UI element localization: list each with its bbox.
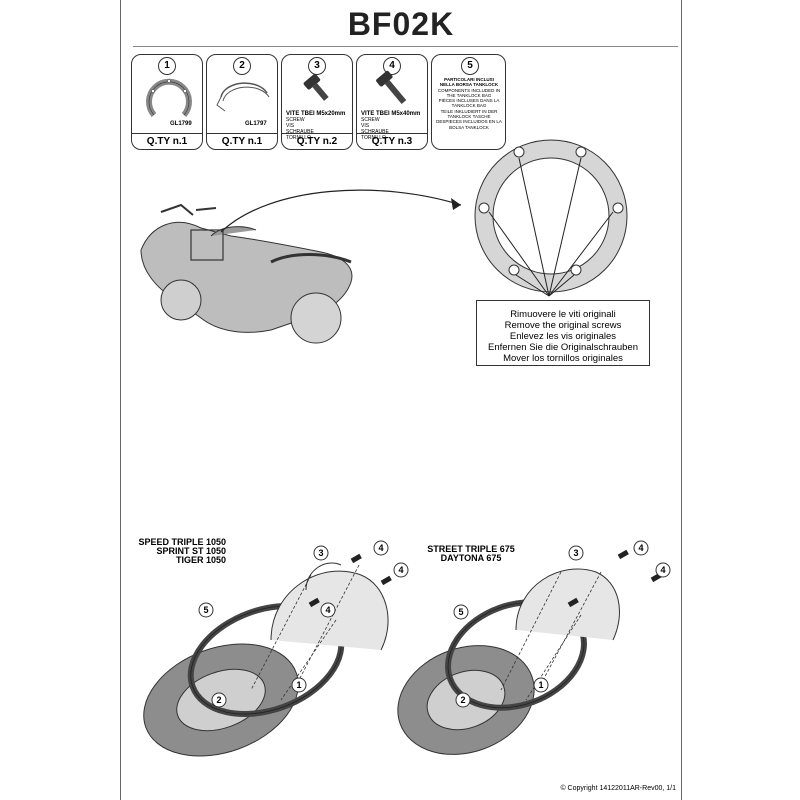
models-left-label: SPEED TRIPLE 1050 SPRINT ST 1050 TIGER 1… [136, 538, 226, 565]
note-line: TANKLOCK TASCHE [447, 114, 491, 120]
desc-line: SCHRAUBE [361, 129, 389, 135]
note-line: Rimuovere le viti originali [510, 309, 616, 320]
title-divider [133, 46, 678, 47]
remove-screws-note: Rimuovere le viti originali Remove the o… [476, 300, 650, 366]
models-right-label: STREET TRIPLE 675 DAYTONA 675 [421, 545, 521, 563]
note-line: Remove the original screws [504, 320, 622, 331]
desc-line: VIS [361, 123, 370, 129]
part-card-3: 3 VITE TBEI M5x20mm SCREW VIS SCHRAUBE T… [281, 54, 353, 150]
screw-short-icon [303, 73, 329, 101]
part-number: 1 [158, 57, 176, 75]
part-card-1: 1 GL1799 Q.TY n.1 [131, 54, 203, 150]
part-description: VITE TBEI M5x40mm SCREW VIS SCHRAUBE TOR… [361, 111, 420, 141]
part-number: 2 [233, 57, 251, 75]
part-card-5: 5 PARTICOLARI INCLUSI NELLA BORSA TANKLO… [431, 54, 506, 150]
arrow-head [451, 198, 461, 210]
included-parts-note: PARTICOLARI INCLUSI NELLA BORSA TANKLOCK… [435, 77, 503, 130]
note-line: BOLSA TANKLOCK [449, 124, 489, 130]
part-number: 4 [383, 57, 401, 75]
part-quantity: Q.TY n.3 [357, 133, 427, 149]
screw-name: VITE TBEI M5x20mm [286, 111, 346, 117]
note-line: Enfernen Sie die Originalschrauben [488, 342, 638, 353]
desc-line: TORNILLO [361, 135, 386, 141]
part-code: GL1797 [245, 121, 267, 127]
assembly-right-icon [397, 549, 662, 755]
assembly-left-icon [143, 553, 392, 757]
part-quantity: Q.TY n.2 [282, 133, 352, 149]
part-quantity: Q.TY n.1 [132, 133, 202, 149]
page-title: BF02K [347, 6, 455, 42]
screw-long-icon [376, 70, 407, 104]
note-line: TEILE INKLUDIERT IN DER [440, 108, 498, 114]
desc-line: TORNILLO [286, 135, 311, 141]
note-line: Mover los tornillos originales [503, 353, 623, 364]
model-name: STREET TRIPLE 675 [427, 544, 515, 554]
callout-arrow [220, 189, 462, 233]
desc-line: SCREW [286, 117, 305, 123]
note-line: PIÈCES INCLUSES DANS LA [438, 98, 500, 104]
part-code: GL1799 [170, 121, 192, 127]
model-name: SPRINT ST 1050 [156, 546, 226, 556]
note-line: NELLA BORSA TANKLOCK [439, 82, 499, 88]
desc-line: SCHRAUBE [286, 129, 314, 135]
part-number: 3 [308, 57, 326, 75]
desc-line: SCREW [361, 117, 380, 123]
note-line: DESPIECES INCLUIDOS EN LA [436, 119, 502, 125]
model-name: SPEED TRIPLE 1050 [138, 537, 226, 547]
instruction-sheet: BF02K 1 GL1799 Q.TY n.1 2 GL1797 Q.TY n.… [120, 0, 682, 800]
part-quantity: Q.TY n.1 [207, 133, 277, 149]
note-line: Enlevez les vis originales [509, 331, 617, 342]
ring-adapter-icon [216, 82, 270, 112]
tank-highlight-box [190, 229, 224, 261]
ring-flange-icon [146, 78, 192, 117]
part-card-4: 4 VITE TBEI M5x40mm SCREW VIS SCHRAUBE T… [356, 54, 428, 150]
part-card-2: 2 GL1797 Q.TY n.1 [206, 54, 278, 150]
copyright-footer: © Copyright 14122011AR-Rev00, 1/1 [560, 785, 676, 792]
note-line: TANKLOCK BAG [451, 103, 487, 109]
part-description: VITE TBEI M5x20mm SCREW VIS SCHRAUBE TOR… [286, 111, 345, 141]
model-name: DAYTONA 675 [440, 553, 502, 563]
desc-line: VIS [286, 123, 295, 129]
note-line: PARTICOLARI INCLUSI [444, 77, 494, 82]
note-line: THE TANKLOCK BAG [446, 92, 492, 98]
diagram-artwork [140, 139, 662, 757]
note-line: COMPONENTS INCLUDED IN [437, 87, 501, 93]
motorcycle-icon [140, 203, 353, 344]
screw-name: VITE TBEI M5x40mm [361, 111, 421, 117]
model-name: TIGER 1050 [175, 555, 226, 565]
part-number: 5 [461, 57, 479, 75]
tank-ring-icon [474, 139, 628, 297]
